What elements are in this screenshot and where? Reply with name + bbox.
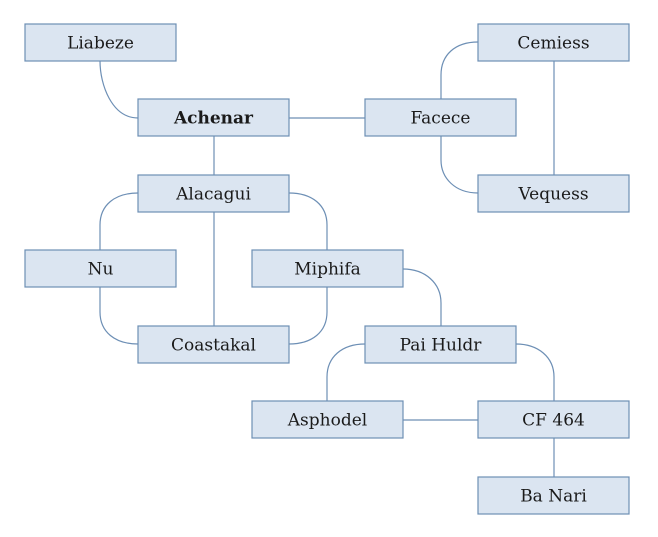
node-cemiess: Cemiess (477, 23, 630, 62)
node-box (364, 325, 517, 364)
edge-facece-vequess (440, 136, 479, 194)
edges (99, 41, 555, 477)
node-label: Miphifa (294, 260, 361, 280)
node-box (251, 249, 404, 288)
node-box (364, 98, 517, 137)
node-box (137, 174, 290, 213)
node-label: Achenar (173, 109, 254, 129)
node-label: Ba Nari (520, 487, 587, 507)
node-label: CF 464 (522, 411, 585, 431)
node-ba-nari: Ba Nari (477, 476, 630, 515)
node-label: Facece (411, 109, 471, 129)
node-box (477, 23, 630, 62)
node-label: Asphodel (287, 411, 367, 431)
node-label: Vequess (517, 185, 588, 205)
node-label: Nu (88, 260, 114, 280)
node-cf-464: CF 464 (477, 400, 630, 439)
node-facece: Facece (364, 98, 517, 137)
node-box (477, 476, 630, 515)
edge-alacagui-nu (99, 192, 139, 250)
edge-miphifa-coastakal (288, 287, 328, 345)
node-box (137, 98, 290, 137)
node-miphifa: Miphifa (251, 249, 404, 288)
node-alacagui: Alacagui (137, 174, 290, 213)
node-asphodel: Asphodel (251, 400, 404, 439)
edge-miphifa-pai-huldr (402, 268, 442, 326)
node-box (477, 174, 630, 213)
node-label: Coastakal (171, 336, 256, 356)
node-box (24, 23, 177, 62)
node-nu: Nu (24, 249, 177, 288)
node-box (477, 400, 630, 439)
edge-alacagui-miphifa (288, 192, 328, 250)
edge-facece-cemiess (440, 41, 479, 99)
edge-nu-coastakal (99, 287, 139, 345)
edge-pai-huldr-cf-464 (515, 343, 555, 401)
node-label: Cemiess (517, 34, 589, 54)
node-achenar: Achenar (137, 98, 290, 137)
node-coastakal: Coastakal (137, 325, 290, 364)
node-box (137, 325, 290, 364)
node-label: Pai Huldr (400, 336, 483, 356)
node-vequess: Vequess (477, 174, 630, 213)
edge-pai-huldr-asphodel (326, 343, 366, 401)
node-liabeze: Liabeze (24, 23, 177, 62)
node-label: Alacagui (175, 185, 251, 205)
node-box (24, 249, 177, 288)
node-box (251, 400, 404, 439)
node-pai-huldr: Pai Huldr (364, 325, 517, 364)
edge-liabeze-achenar (99, 60, 139, 119)
node-label: Liabeze (67, 34, 134, 54)
